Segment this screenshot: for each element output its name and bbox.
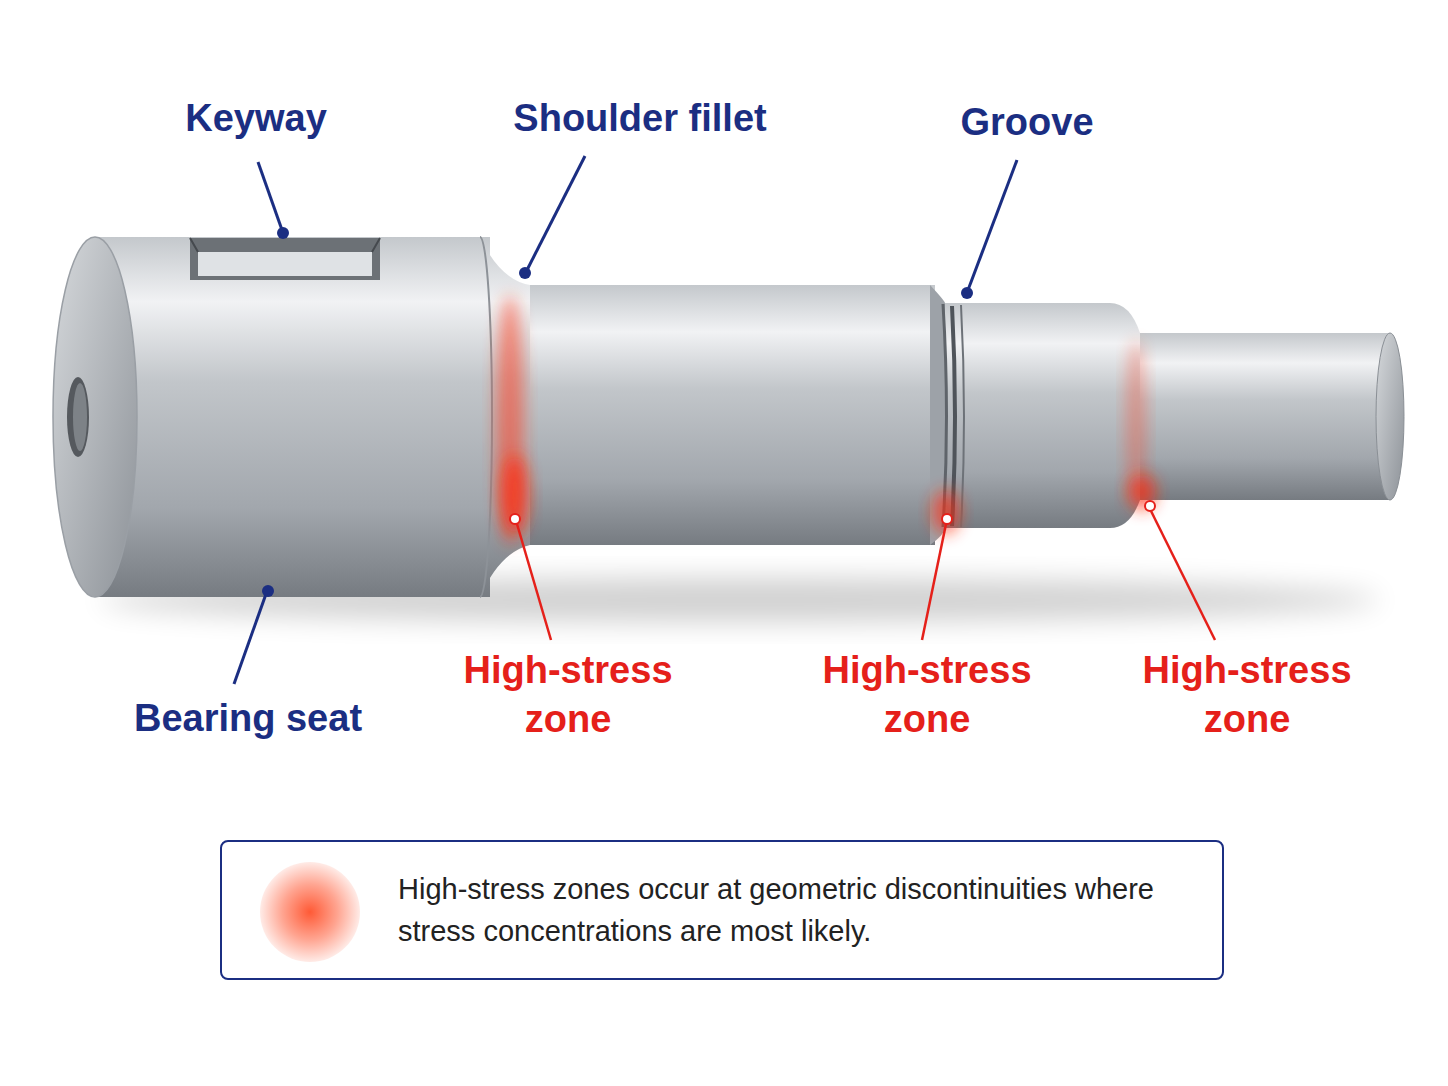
legend-text: High-stress zones occur at geometric dis… xyxy=(398,868,1198,952)
part-label: Keyway xyxy=(185,94,327,143)
part-label: Groove xyxy=(960,98,1093,147)
part-label: Bearing seat xyxy=(134,694,362,743)
stress-label: High-stress zone xyxy=(1127,646,1367,745)
legend-swatch xyxy=(258,860,362,964)
stress-label: High-stress zone xyxy=(448,646,688,745)
legend-box: High-stress zones occur at geometric dis… xyxy=(220,840,1224,980)
stress-label: High-stress zone xyxy=(807,646,1047,745)
part-label: Shoulder fillet xyxy=(513,94,766,143)
